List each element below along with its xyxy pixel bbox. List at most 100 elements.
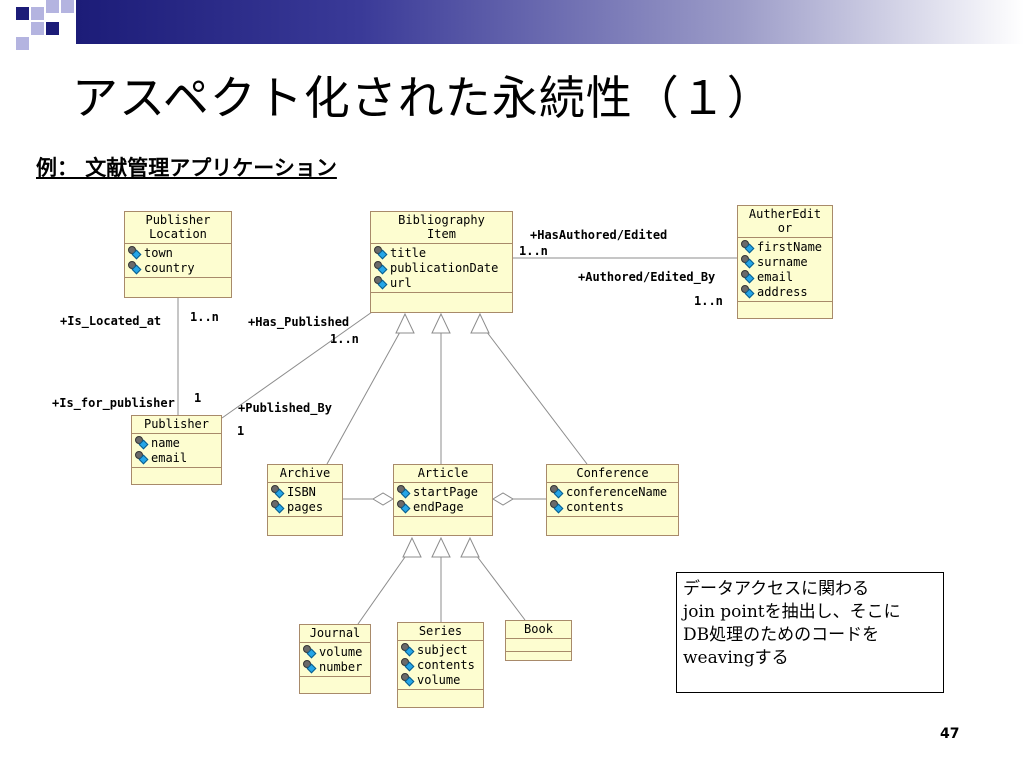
page-number: 47 [940,726,960,742]
attribute-label: name [151,435,180,450]
class-attributes: name email [132,434,221,468]
corner-square-light [31,22,44,35]
generalization-arrowhead [460,536,480,558]
class-name: Archive [268,465,342,483]
class-name: Article [394,465,492,483]
generalization-arrowhead [431,312,451,334]
attribute-label: ISBN [287,484,316,499]
multiplicity-label: 1..n [519,244,548,258]
association-label: +Is_Located_at [60,314,162,328]
attribute-label: volume [319,644,363,659]
corner-square-light [31,7,44,20]
class-name: Bibliography Item [371,212,512,244]
class-name: Publisher Location [125,212,231,244]
class-operations [398,690,483,700]
attribute-label: contents [566,499,624,514]
class-auther-editor: AutherEdit or firstName surname email ad… [737,205,833,319]
header-gradient-bar [76,0,1024,44]
generalization-line [479,322,588,465]
attribute: ISBN [270,484,340,499]
attribute-label: conferenceName [566,484,668,499]
association-label: +Published_By [238,401,332,415]
class-conference: Conference conferenceName contents [546,464,679,536]
association-label: +Authored/Edited_By [578,270,716,284]
attribute: title [373,245,510,260]
attribute-icon [400,673,416,687]
class-bibliography-item: Bibliography Item title publicationDate … [370,211,513,313]
attribute: country [127,260,229,275]
class-journal: Journal volume number [299,624,371,694]
class-article: Article startPage endPage [393,464,493,536]
note-line: join pointを抽出し、そこに [683,602,901,622]
class-operations [132,468,221,478]
aggregation-diamond [492,492,514,506]
multiplicity-label: 1 [194,391,202,405]
corner-square-light [46,0,59,13]
note-box: データアクセスに関わる join pointを抽出し、そこに DB処理のためのコ… [676,572,944,693]
class-name: Conference [547,465,678,483]
corner-square-navy [46,22,59,35]
attribute-icon [134,436,150,450]
class-operations [738,302,832,312]
class-attributes: title publicationDate url [371,244,512,293]
attribute-icon [373,276,389,290]
attribute-label: surname [757,254,808,269]
class-operations [547,517,678,527]
attribute: volume [302,644,368,659]
class-attributes: ISBN pages [268,483,342,517]
corner-square-navy [16,7,29,20]
attribute-label: number [319,659,363,674]
multiplicity-label: 1 [237,424,245,438]
attribute-icon [740,270,756,284]
attribute: conferenceName [549,484,676,499]
attribute: contents [549,499,676,514]
attribute: contents [400,657,481,672]
attribute-icon [549,500,565,514]
class-publisher: Publisher name email [131,415,222,485]
attribute: firstName [740,239,830,254]
generalization-arrowhead [470,312,490,334]
class-attributes: volume number [300,643,370,677]
class-book: Book [505,620,572,661]
note-line: データアクセスに関わる [683,579,870,599]
class-name: Book [506,621,571,639]
attribute: publicationDate [373,260,510,275]
class-operations [506,652,571,660]
attribute-label: firstName [757,239,823,254]
generalization-line [469,546,526,621]
attribute-label: endPage [413,499,464,514]
attribute-icon [400,643,416,657]
attribute-icon [740,240,756,254]
class-series: Series subject contents volume [397,622,484,708]
attribute: address [740,284,830,299]
attribute-label: email [757,269,794,284]
class-attributes [506,639,571,652]
attribute-icon [373,246,389,260]
attribute-icon [302,660,318,674]
note-line: weavingする [683,648,789,668]
class-publisher-location: Publisher Location town country [124,211,232,298]
corner-square-light [16,37,29,50]
class-name: Series [398,623,483,641]
slide-title: アスペクト化された永続性（１） [72,71,774,125]
attribute-icon [396,485,412,499]
class-name: AutherEdit or [738,206,832,238]
class-attributes: startPage endPage [394,483,492,517]
class-operations [300,677,370,687]
note-line: DB処理のためのコードを [683,625,880,645]
attribute-icon [302,645,318,659]
attribute: town [127,245,229,260]
multiplicity-label: 1..n [694,294,723,308]
association-label: +HasAuthored/Edited [530,228,668,242]
attribute-icon [373,261,389,275]
attribute-icon [400,658,416,672]
attribute-icon [396,500,412,514]
attribute-icon [127,261,143,275]
attribute-icon [270,500,286,514]
attribute-label: town [144,245,173,260]
attribute-label: url [390,275,412,290]
attribute: name [134,435,219,450]
class-name: Publisher [132,416,221,434]
attribute: volume [400,672,481,687]
